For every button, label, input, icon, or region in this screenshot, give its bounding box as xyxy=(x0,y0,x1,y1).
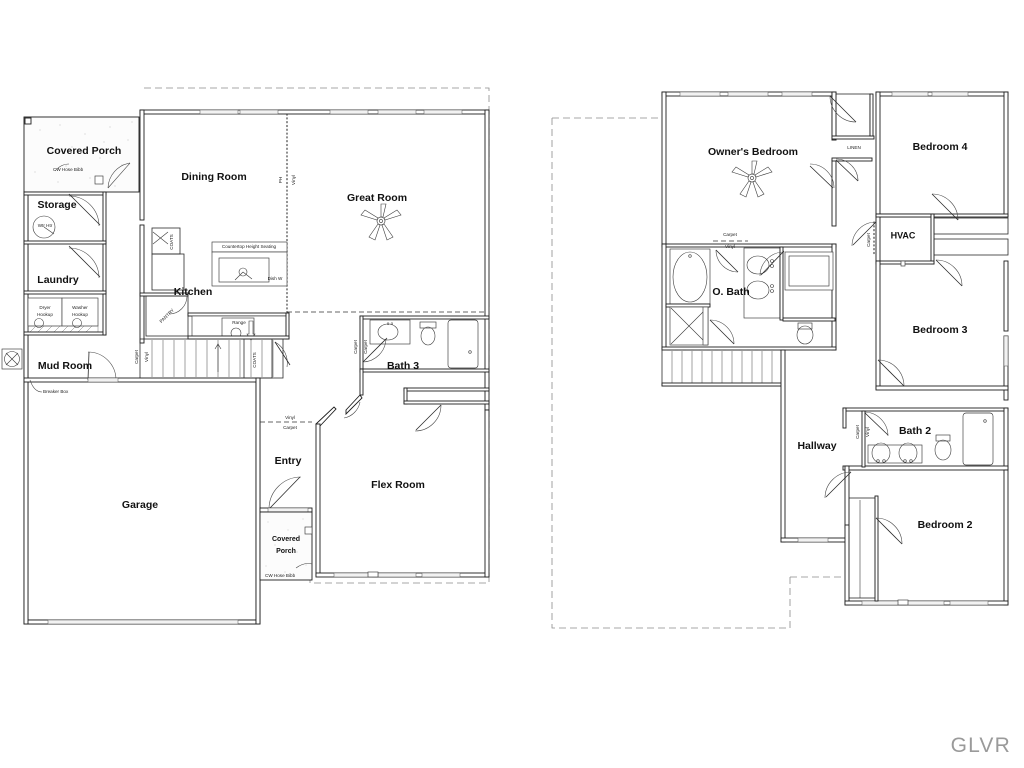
room-label-flex-room: Flex Room xyxy=(371,479,425,491)
garage-door xyxy=(47,619,239,625)
room-label-dining-room: Dining Room xyxy=(181,171,246,183)
room-hvac: HVAC Carpet xyxy=(851,213,1009,267)
annotation-washer-hookup: Hookup xyxy=(72,312,88,317)
linen-closet-wall xyxy=(831,135,875,140)
room-label-great-room: Great Room xyxy=(347,192,407,204)
room-owners-bath: Carpet Vinyl O. Bath xyxy=(661,232,837,351)
annotation-dryer: Dryer xyxy=(39,305,51,310)
annotation-vinyl-b2: Vinyl xyxy=(865,427,870,437)
room-bedroom-3: Bedroom 3 xyxy=(875,259,1009,401)
annotation-washer: Washer xyxy=(72,305,88,310)
room-bedroom-2: Bedroom 2 xyxy=(824,465,1009,606)
annotation-bath3-vanity: o o xyxy=(387,321,394,326)
ceiling-fan-great-room xyxy=(360,203,402,241)
room-label-entry: Entry xyxy=(275,455,302,467)
annotation-carpet-o: Carpet xyxy=(723,232,738,237)
annotation-carpet-2: Vinyl xyxy=(144,352,149,362)
footprint-dashed-upper xyxy=(144,87,490,180)
room-label-owners-bath: O. Bath xyxy=(712,286,749,298)
room-garage: Breaker Box Garage xyxy=(29,379,239,625)
annotation-powder-half: COATS xyxy=(169,234,174,249)
kitchen-island: Countertop Height Seating Dish W xyxy=(211,241,288,287)
room-kitchen: COATS PANTRY Kitchen Countertop Height S… xyxy=(139,227,290,341)
annotation-countertop-seating: Countertop Height Seating xyxy=(222,244,277,249)
annotation-carpet-b2: Carpet xyxy=(855,424,860,439)
room-label-owners-bedroom: Owner's Bedroom xyxy=(708,146,798,158)
annotation-breaker-box: Breaker Box xyxy=(43,389,69,394)
first-floor-plan: CW Hose Bibb Covered Porch Wtr Htr Stora xyxy=(1,87,490,625)
hall-closets-first xyxy=(343,368,490,432)
room-label-bedroom-2: Bedroom 2 xyxy=(918,519,973,531)
room-label-mud-room: Mud Room xyxy=(38,360,92,372)
room-label-storage: Storage xyxy=(37,199,76,211)
annotation-carpet-hvac: Carpet xyxy=(866,232,871,247)
annotation-linen: LINEN xyxy=(847,145,861,150)
room-label-bedroom-3: Bedroom 3 xyxy=(913,324,968,336)
annotation-vinyl-1: PH xyxy=(278,177,283,183)
second-floor-plan: Owner's Bedroom LINEN xyxy=(551,91,1009,629)
room-label-kitchen: Kitchen xyxy=(174,286,213,298)
powder-closet xyxy=(151,227,181,255)
annotation-carpet-3: Carpet xyxy=(353,339,358,354)
stairs-first-floor: Carpet Vinyl COATS xyxy=(134,338,291,379)
annotation-coats: COATS xyxy=(252,352,257,367)
footprint-dashed-second-left xyxy=(551,118,791,629)
annotation-vinyl-o: Vinyl xyxy=(725,244,735,249)
washer-hookup-box xyxy=(61,297,99,327)
room-bath-3: o o Carpet Carpet Bath 3 xyxy=(353,315,490,373)
annotation-cw-hose-bibb-2: CW Hose Bibb xyxy=(265,573,296,578)
room-label-laundry: Laundry xyxy=(37,274,79,286)
annotation-range: Range xyxy=(232,320,246,325)
room-label-covered-porch-side-2: Porch xyxy=(276,548,296,555)
room-label-garage: Garage xyxy=(122,499,158,511)
annotation-vinyl-3: Carpet xyxy=(363,339,368,354)
covered-porch-front: CW Hose Bibb Covered Porch xyxy=(23,116,140,193)
dining-great-block: PH Vinyl Dining Room Great Room xyxy=(139,109,490,411)
room-flex: Flex Room xyxy=(315,406,490,578)
stairs-second-floor xyxy=(661,349,785,387)
covered-porch-side: Covered Porch CW Hose Bibb xyxy=(259,511,313,581)
room-entry: Vinyl Carpet Entry xyxy=(255,377,313,625)
room-label-bedroom-4: Bedroom 4 xyxy=(913,141,968,153)
annotation-carpet-4: Vinyl xyxy=(285,415,295,420)
annotation-water-heater: Wtr Htr xyxy=(38,223,53,228)
ceiling-fan-owners-bedroom xyxy=(731,160,773,198)
room-label-bath-2: Bath 2 xyxy=(899,425,931,437)
room-owners-bedroom: Owner's Bedroom LINEN xyxy=(661,91,875,247)
owners-closet xyxy=(835,93,871,139)
garage-wall-left-thick xyxy=(23,191,29,625)
annotation-dishwasher: Dish W xyxy=(268,276,283,281)
annotation-vinyl-4: Carpet xyxy=(283,425,298,430)
room-label-hallway: Hallway xyxy=(797,440,836,452)
ac-condenser-unit xyxy=(1,348,23,370)
watermark-glvr: GLVR xyxy=(951,734,1011,757)
annotation-vinyl-2: Carpet xyxy=(134,349,139,364)
kitchen-counter-run: Range xyxy=(187,312,290,341)
room-laundry: Dryer Hookup Washer Hookup Laundry xyxy=(23,243,107,333)
room-label-covered-porch-side: Covered xyxy=(272,536,300,543)
coats-closet xyxy=(243,338,273,379)
room-storage: Wtr Htr Storage xyxy=(23,191,107,245)
room-bedroom-4: Bedroom 4 xyxy=(875,91,1009,221)
room-label-covered-porch-front: Covered Porch xyxy=(47,145,122,157)
room-label-hvac: HVAC xyxy=(891,230,916,240)
annotation-cw-hose-bibb-1: CW Hose Bibb xyxy=(53,167,84,172)
annotation-pantry: PANTRY xyxy=(159,308,175,324)
annotation-dryer-hookup: Hookup xyxy=(37,312,53,317)
room-bath-2: Bath 2 Carpet Vinyl xyxy=(842,407,1009,471)
room-hallway: Hallway xyxy=(780,349,850,543)
annotation-carpet-1: Vinyl xyxy=(291,175,296,185)
room-mud-room: Mud Room xyxy=(23,293,261,383)
room-label-bath-3: Bath 3 xyxy=(387,360,419,372)
